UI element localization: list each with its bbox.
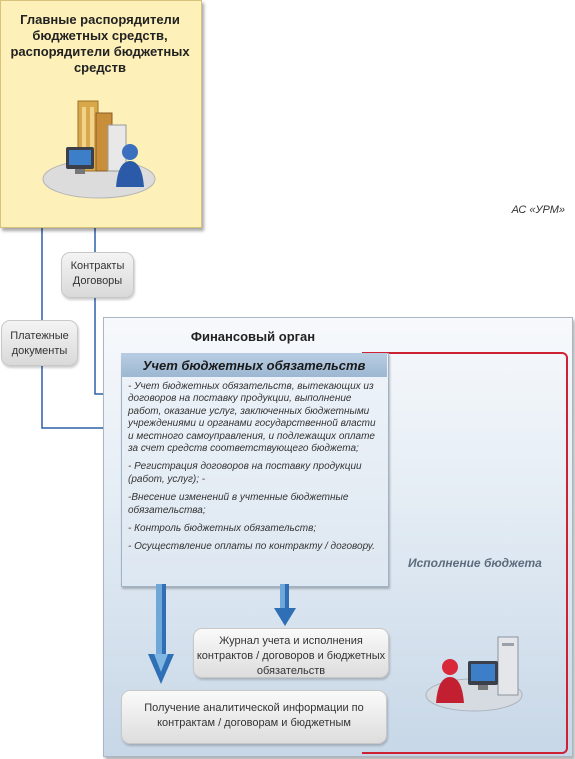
analytics-box: Получение аналитической информации по ко… — [121, 690, 387, 744]
office-building-icon — [42, 100, 156, 199]
accounting-item: - Учет бюджетных обязательств, вытекающи… — [128, 381, 376, 455]
documents-label: документы — [11, 345, 68, 357]
finance-body-title: Финансовый орган — [190, 329, 316, 344]
accounting-item: - Регистрация договоров на поставку прод… — [128, 461, 362, 485]
accounting-item: - Контроль бюджетных обязательств; — [128, 523, 317, 535]
accounting-header — [121, 353, 387, 377]
payment-label: Платежные — [10, 330, 69, 342]
contracts-journal-box: Журнал учета и исполнения контрактов / д… — [193, 628, 389, 678]
workstation-icon — [425, 636, 523, 712]
analytics-arrow-icon — [148, 584, 174, 684]
contracts-box: Контракты Договоры — [61, 252, 134, 298]
payments-flow-line — [41, 226, 121, 434]
agreements-label: Договоры — [72, 275, 123, 287]
journal-arrow-icon — [274, 584, 296, 626]
accounting-item: - Осуществление оплаты по контракту / до… — [128, 541, 375, 553]
accounting-items: - Учет бюджетных обязательств, вытекающи… — [128, 381, 382, 560]
flow-arrows — [148, 584, 296, 684]
payment-documents-box: Платежные документы — [1, 320, 78, 366]
accounting-title: Учет бюджетных обязательств — [142, 358, 366, 373]
budget-execution-frame — [362, 352, 568, 754]
contracts-label: Контракты — [70, 260, 125, 272]
accounting-item: -Внесение изменений в учтенные бюджетные… — [128, 492, 349, 516]
accounting-box — [121, 353, 389, 587]
budget-execution-label: Исполнение бюджета — [408, 556, 542, 570]
urm-system-label: АС «УРМ» — [511, 204, 565, 216]
budget-holders-title: Главные распорядители бюджетных средств,… — [10, 12, 190, 75]
